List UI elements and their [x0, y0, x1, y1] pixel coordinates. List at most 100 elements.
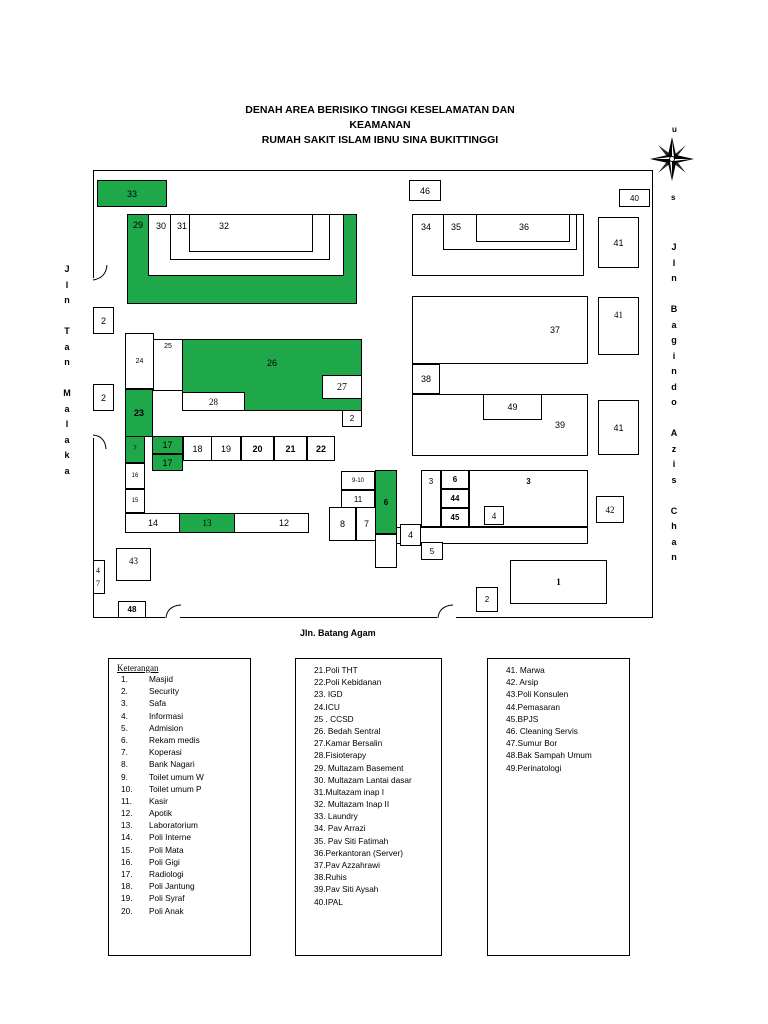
- block-35-label: 35: [450, 222, 461, 232]
- legend-item-number: 3.: [121, 698, 128, 709]
- block-6-annex: [375, 534, 397, 568]
- legend-item: 31.Multazam inap I: [314, 786, 385, 797]
- block-9-10-toilet: 9-10: [341, 471, 375, 490]
- site-boundary-right: [652, 170, 653, 618]
- block-label: 3: [526, 477, 531, 486]
- street-letter: k: [64, 450, 70, 460]
- legend-item-text: Toilet umum P: [149, 783, 202, 794]
- block-label: 6: [452, 475, 458, 484]
- block-32-label: 32: [218, 221, 229, 231]
- legend-item: 16.Poli Gigi: [121, 856, 250, 868]
- legend-item-text: Safa: [149, 698, 167, 709]
- block-admin-corridor: [397, 527, 588, 544]
- legend-item-text: Rekam medis: [149, 734, 200, 745]
- block-label: 12: [278, 518, 289, 528]
- block-16-poli-gigi: 16: [125, 463, 145, 489]
- block-32-multazam-inap-2: [189, 214, 313, 252]
- block-48-bak-sampah: 48: [118, 601, 146, 618]
- block-1-masjid: 1: [510, 560, 607, 604]
- legend-item: 3. Safa: [121, 697, 250, 709]
- site-boundary-left-upper: [93, 170, 94, 278]
- block-36-label: 36: [518, 222, 529, 232]
- gate-arc-bottom-right: [437, 604, 454, 619]
- block-label: 41: [613, 237, 624, 248]
- street-letter: a: [64, 434, 70, 445]
- legend-item: 49.Perinatologi: [506, 762, 562, 773]
- street-letter: A: [670, 428, 678, 438]
- street-letter: B: [670, 304, 678, 314]
- legend-item: 44.Pemasaran: [506, 701, 560, 712]
- block-30-label: 30: [155, 221, 166, 231]
- compass-south-label: s: [671, 193, 676, 202]
- block-2-security-1: 2: [93, 307, 114, 334]
- legend-item-number: 9.: [121, 771, 128, 782]
- block-3-safa-small: 3: [421, 470, 441, 527]
- legend-item: 10. Toilet umum P: [121, 783, 250, 795]
- street-letter: n: [671, 273, 677, 283]
- block-label: 17: [162, 457, 173, 468]
- block-45-bpjs: 45: [441, 508, 469, 527]
- legend-item-number: 1.: [121, 674, 128, 684]
- block-label: 49: [507, 402, 518, 412]
- legend-item: 6.Rekam medis: [121, 734, 250, 746]
- gate-arc-left-upper: [92, 264, 108, 281]
- legend-item-number: 10.: [121, 783, 133, 794]
- site-boundary-bottom-3: [456, 617, 653, 618]
- block-25-ccsd: 25: [153, 339, 183, 391]
- legend-item-text: Apotik: [149, 808, 173, 819]
- block-6-rekam-medis: 6: [441, 470, 469, 489]
- street-letter: n: [671, 366, 677, 376]
- legend-item-number: 16.: [121, 856, 133, 867]
- legend-item-text: Poli Mata: [149, 844, 184, 855]
- block-4-informasi: 4: [484, 506, 504, 525]
- legend-item: 14.Poli Interne: [121, 831, 250, 843]
- block-label: 22: [315, 443, 326, 454]
- street-letter: [667, 287, 681, 303]
- legend-item-text: Toilet umum W: [149, 771, 204, 782]
- block-44-pemasaran: 44: [441, 489, 469, 508]
- legend-item-text: Poli Jantung: [149, 881, 195, 892]
- block-20-poli-anak: 20: [241, 436, 274, 461]
- legend-item: 43.Poli Konsulen: [506, 689, 569, 700]
- block-label: 9-10: [351, 477, 364, 484]
- legend-item-number: 7.: [121, 747, 128, 758]
- block-label: 39: [554, 420, 565, 430]
- block-label: 3: [428, 477, 434, 486]
- block-2-security-2: 2: [93, 384, 114, 411]
- block-label: 2: [100, 392, 106, 403]
- block-2-security-3: 2: [342, 410, 362, 427]
- legend-item-text: Admision: [149, 722, 184, 733]
- block-41-marwa-1: 41: [598, 217, 639, 268]
- block-label: 26: [266, 358, 277, 368]
- legend-item: 45.BPJS: [506, 713, 539, 724]
- block-15-poli-mata: 15: [125, 489, 145, 513]
- block-label: 41: [613, 422, 624, 433]
- street-letter: M: [63, 388, 71, 398]
- legend-item-number: 11.: [121, 795, 132, 806]
- legend-item: 5.Admision: [121, 722, 250, 734]
- block-28-fisioterapy: 28: [182, 392, 245, 411]
- block-label: 19: [220, 443, 231, 454]
- legend-item-text: Kasir: [149, 795, 168, 806]
- block-2-security-4: 2: [476, 587, 498, 612]
- site-boundary-bottom-2: [180, 617, 437, 618]
- title-line-2: KEAMANAN: [349, 119, 411, 131]
- street-letter: g: [671, 335, 677, 345]
- legend-item-number: 4.: [121, 710, 128, 721]
- block-label: 2: [100, 315, 106, 326]
- legend-item: 28.Fisioterapy: [314, 750, 367, 761]
- block-label: 7: [363, 519, 369, 529]
- street-letter: [667, 411, 681, 427]
- block-label: 4: [491, 510, 497, 521]
- compass-north-label: u: [672, 125, 677, 134]
- legend-item-number: 14.: [121, 832, 133, 843]
- block-17-radiologi-1: 17: [152, 436, 183, 454]
- street-jln-batang-agam: Jln. Batang Agam: [300, 628, 376, 638]
- legend-item: 15.Poli Mata: [121, 844, 250, 856]
- title-line-1: DENAH AREA BERISIKO TINGGI KESELAMATAN D…: [245, 104, 515, 116]
- legend-item: 48.Bak Sampah Umum: [506, 750, 592, 761]
- block-29-label: 29: [132, 220, 143, 230]
